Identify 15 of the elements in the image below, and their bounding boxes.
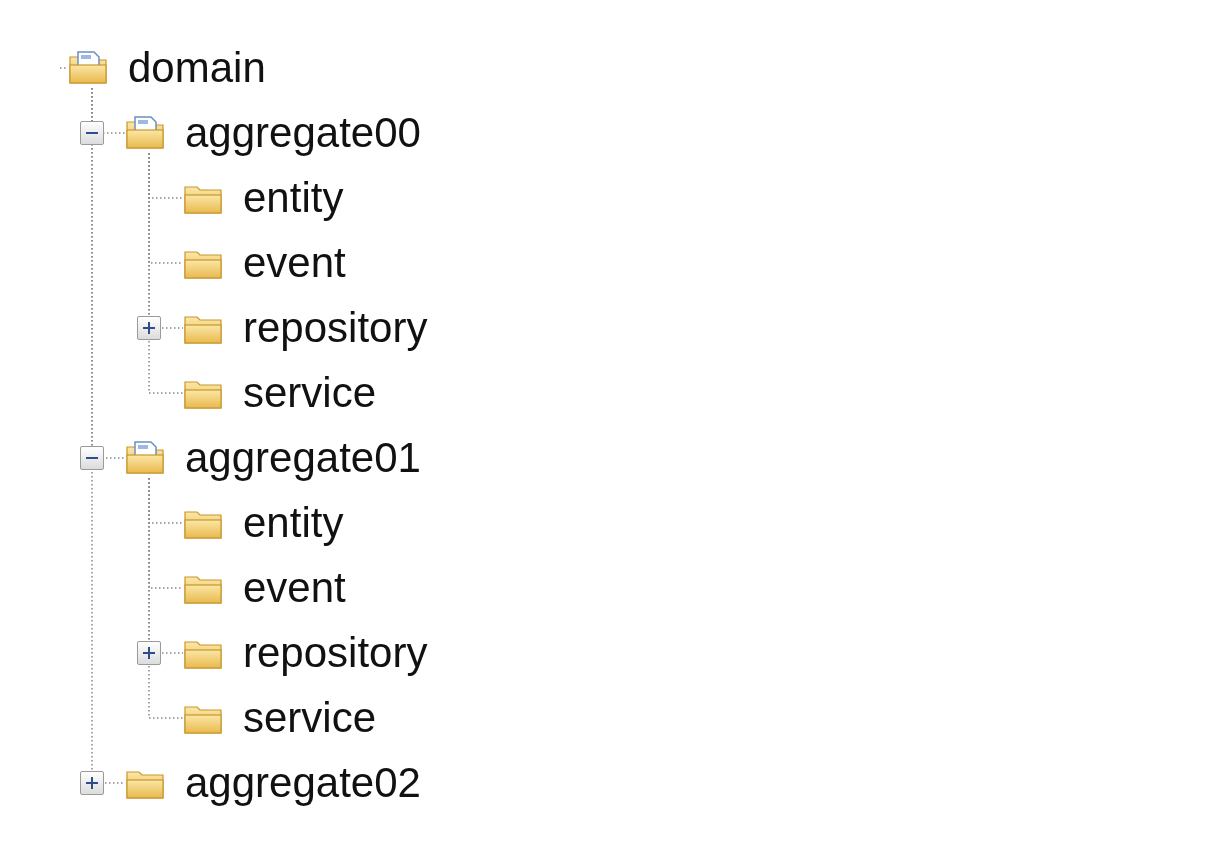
folder-name: entity bbox=[243, 177, 344, 219]
folder-name: service bbox=[243, 372, 377, 414]
folder-name: repository bbox=[243, 632, 428, 674]
folder-name: aggregate01 bbox=[185, 437, 421, 479]
tree-line bbox=[91, 87, 126, 784]
folder-name: aggregate00 bbox=[185, 112, 421, 154]
folder-name: domain bbox=[128, 47, 266, 89]
tree-line bbox=[148, 152, 184, 394]
folder-name: repository bbox=[243, 307, 428, 349]
folder-name: event bbox=[243, 567, 346, 609]
folder-name: service bbox=[243, 697, 377, 739]
folder-name: event bbox=[243, 242, 346, 284]
folder-name: entity bbox=[243, 502, 344, 544]
folder-name: aggregate02 bbox=[185, 762, 421, 804]
tree-line bbox=[148, 477, 184, 719]
